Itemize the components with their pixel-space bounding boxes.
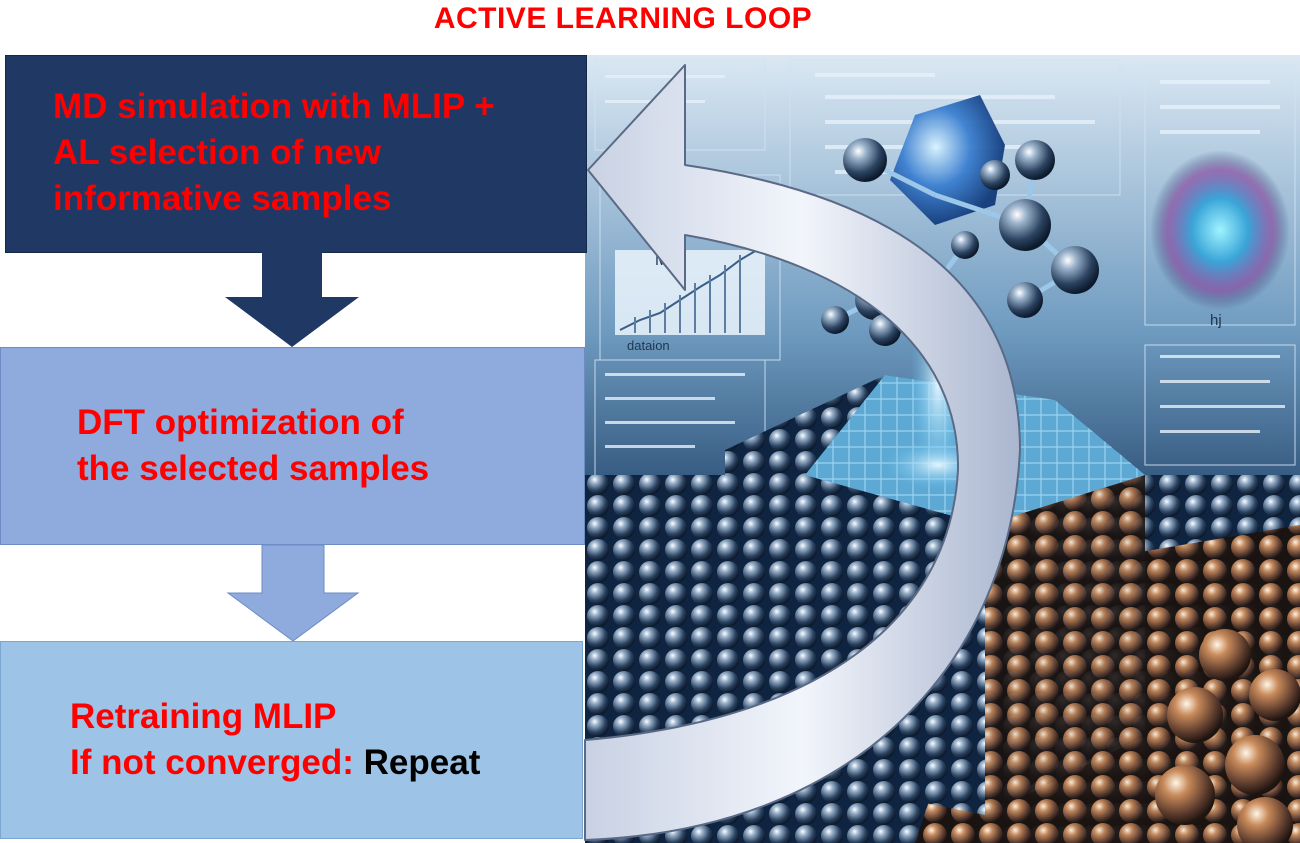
chart-label-dataion: dataion	[627, 338, 670, 353]
step-3-line-2: If not converged: Repeat	[70, 740, 582, 786]
down-arrow-light	[226, 545, 360, 642]
step-3-line-1: Retraining MLIP	[70, 697, 337, 736]
chart-label-md: MD)	[655, 252, 685, 269]
mini-chart-graphic	[615, 249, 765, 335]
step-3-condition: If not converged:	[70, 743, 354, 782]
step-md-simulation: MD simulation with MLIP + AL selection o…	[5, 55, 587, 253]
step-3-repeat: Repeat	[363, 743, 481, 782]
step-1-line-1: MD simulation with MLIP +	[53, 87, 495, 126]
nebula-crystal-image	[1150, 150, 1290, 310]
down-arrow-dark	[225, 252, 359, 347]
step-2-line-2: the selected samples	[77, 449, 430, 488]
step-retraining: Retraining MLIP If not converged: Repeat	[0, 641, 583, 839]
step-2-line-1: DFT optimization of	[77, 403, 404, 442]
step-1-line-3: informative samples	[53, 179, 392, 218]
step-1-line-2: AL selection of new	[53, 133, 382, 172]
step-dft-optimization: DFT optimization of the selected samples	[0, 347, 585, 545]
illustration-svg: MD) dataion hj	[585, 55, 1300, 843]
panel-label-hj: hj	[1210, 312, 1222, 329]
atomic-lattice-illustration: MD) dataion hj	[585, 55, 1300, 843]
diagram-title: ACTIVE LEARNING LOOP	[433, 2, 813, 35]
